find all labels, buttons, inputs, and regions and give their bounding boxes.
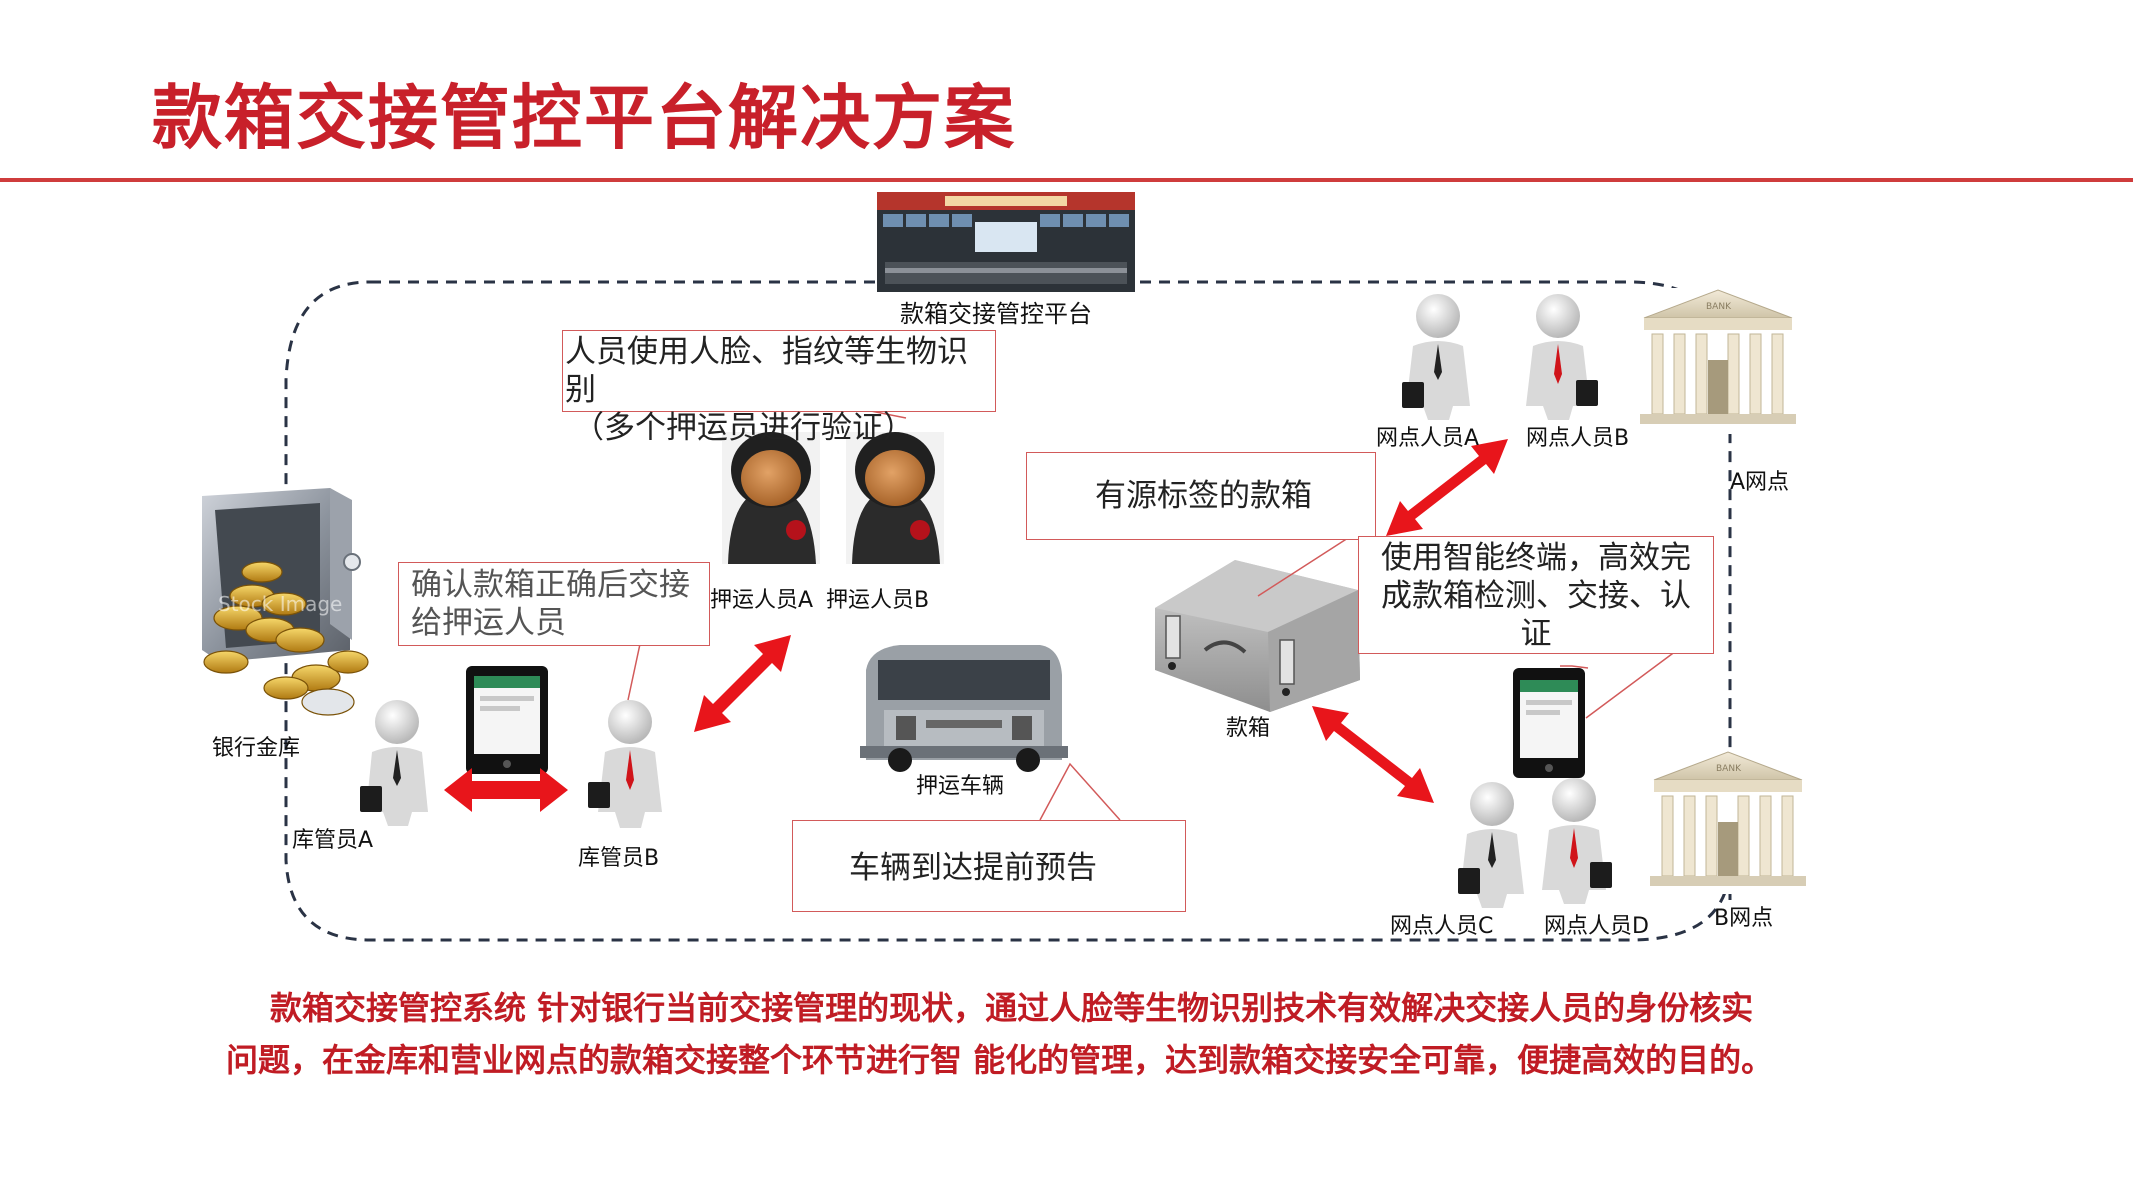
callout-biometric-line2: （多个押运员进行验证） [573, 410, 914, 446]
callout-vehicle-notice-text: 车辆到达提前预告 [849, 850, 1097, 886]
vault-image [202, 488, 369, 716]
double-arrow-box-branch-a [1386, 439, 1508, 536]
bank-building-a [1640, 288, 1796, 434]
person-icon-keeper-a [360, 700, 428, 826]
label-cashbox: 款箱 [1226, 716, 1271, 741]
label-vault-watermark: Stock Image [218, 592, 343, 616]
label-branch-a-staff-b: 网点人员B [1526, 426, 1630, 451]
label-bank-sign-a: BANK [1706, 302, 1731, 312]
callout-vehicle-notice: 车辆到达提前预告 [792, 820, 1186, 912]
label-branch-b-staff-d: 网点人员D [1544, 914, 1649, 939]
label-platform: 款箱交接管控平台 [900, 300, 1092, 328]
label-keeper-a: 库管员A [292, 828, 374, 853]
summary-line1: 款箱交接管控系统 针对银行当前交接管理的现状，通过人脸等生物识别技术有效解决交接… [270, 989, 1754, 1027]
person-icon-branch-a-staff-a [1402, 294, 1470, 420]
callout-terminal-line1: 使用智能终端，高效完 [1381, 540, 1691, 576]
page-title: 款箱交接管控平台解决方案 [152, 77, 1016, 159]
label-branch-a-staff-a: 网点人员A [1376, 426, 1480, 451]
double-arrow-keeper-escort [694, 635, 791, 732]
summary-line2: 问题，在金库和营业网点的款箱交接整个环节进行智 能化的管理，达到款箱交接安全可靠… [226, 1041, 1774, 1079]
callout-biometric: 人员使用人脸、指纹等生物识别 （多个押运员进行验证） [562, 330, 996, 446]
label-keeper-b: 库管员B [578, 846, 660, 871]
callout-rfid-box-text: 有源标签的款箱 [1095, 478, 1312, 514]
control-center-image [877, 192, 1135, 292]
person-icon-branch-b-staff-d [1542, 778, 1612, 904]
callout-confirm-line2: 给押运人员 [411, 605, 566, 641]
double-arrow-keepers [444, 768, 568, 812]
callout-biometric-line1: 人员使用人脸、指纹等生物识别 [565, 334, 968, 408]
escort-photo-b [846, 432, 944, 564]
person-icon-keeper-b [588, 700, 662, 828]
label-bank-sign-b: BANK [1716, 764, 1741, 774]
bank-building-b [1650, 751, 1806, 894]
label-branch-b-staff-c: 网点人员C [1390, 914, 1494, 939]
label-branch-b: B网点 [1714, 906, 1774, 931]
callout-terminal: 使用智能终端，高效完 成款箱检测、交接、认 证 [1358, 536, 1714, 654]
tablet-icon-branch [1513, 668, 1585, 778]
callout-rfid-box: 有源标签的款箱 [1026, 452, 1376, 540]
label-escort-a: 押运人员A [710, 588, 814, 613]
title-divider [0, 178, 2133, 182]
label-escort-b: 押运人员B [826, 588, 930, 613]
callout-confirm-line1: 确认款箱正确后交接 [411, 567, 690, 603]
label-branch-a: A网点 [1730, 470, 1790, 495]
person-icon-branch-a-staff-b [1526, 294, 1598, 420]
escort-photo-a [722, 432, 820, 564]
cash-box-image [1155, 560, 1360, 712]
armored-vehicle-image [860, 645, 1068, 772]
summary-paragraph: 款箱交接管控系统 针对银行当前交接管理的现状，通过人脸等生物识别技术有效解决交接… [226, 982, 1966, 1086]
callout-terminal-line2: 成款箱检测、交接、认 [1381, 578, 1691, 614]
label-vehicle: 押运车辆 [916, 774, 1005, 799]
callout-terminal-line3: 证 [1520, 616, 1552, 652]
label-vault: 银行金库 [212, 736, 301, 761]
person-icon-branch-b-staff-c [1458, 782, 1524, 908]
double-arrow-box-branch-b [1312, 706, 1434, 803]
callout-confirm: 确认款箱正确后交接 给押运人员 [398, 562, 710, 646]
tablet-icon-vault [466, 666, 548, 774]
